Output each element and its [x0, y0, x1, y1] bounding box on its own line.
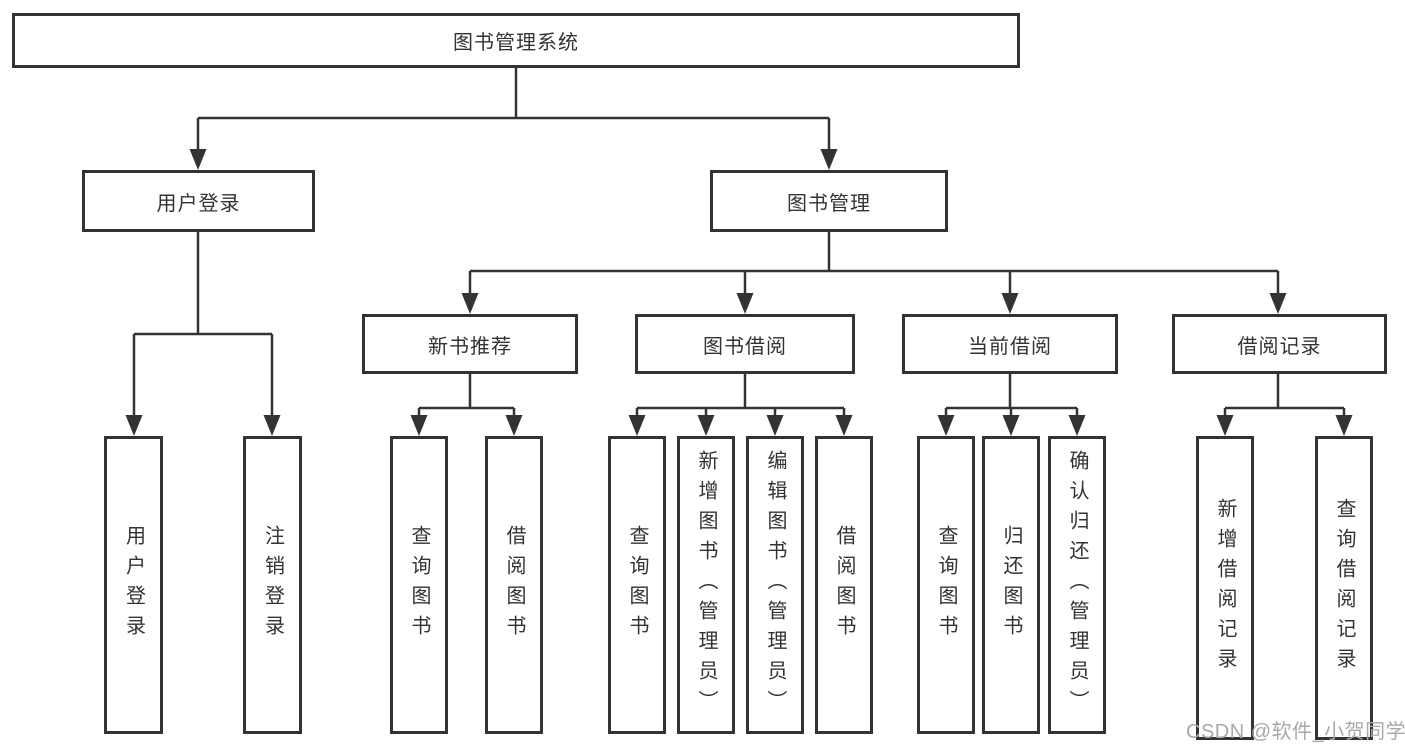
node-query-books-current: 查询图书: [917, 436, 975, 734]
arrowhead-current-borrow: [1001, 293, 1019, 314]
node-query-books-recommend: 查询图书: [390, 436, 448, 734]
node-query-borrow-record-label: 查询借阅记录: [1333, 498, 1355, 678]
node-add-borrow-record-label: 新增借阅记录: [1214, 498, 1236, 678]
watermark: CSDN @软件_小贺同学: [1186, 721, 1405, 743]
node-query-borrow-record: 查询借阅记录: [1315, 436, 1373, 740]
node-book-mgmt-label: 图书管理: [787, 192, 871, 215]
arrowhead-borrow-records: [1269, 293, 1287, 314]
node-borrow-books-recommend: 借阅图书: [485, 436, 543, 734]
node-borrow-books-recommend-label: 借阅图书: [503, 525, 525, 645]
connector-borrow-records-split: [1223, 374, 1346, 418]
node-add-borrow-record: 新增借阅记录: [1196, 436, 1254, 740]
node-current-borrow: 当前借阅: [902, 314, 1118, 374]
node-user-login-leaf: 用户登录: [104, 436, 163, 734]
arrowhead-return-book: [1002, 415, 1020, 436]
arrowhead-borrow-books-1: [505, 415, 523, 436]
node-current-borrow-label: 当前借阅: [968, 335, 1052, 358]
node-query-books-borrow: 查询图书: [608, 436, 666, 734]
node-return-book-label: 归还图书: [1000, 525, 1022, 645]
arrowhead-user-login-leaf: [125, 415, 143, 436]
node-query-books-borrow-label: 查询图书: [626, 525, 648, 645]
node-borrow-books-leaf: 借阅图书: [815, 436, 873, 734]
node-root-label: 图书管理系统: [453, 32, 579, 54]
node-user-login-label: 用户登录: [156, 192, 241, 215]
node-new-book-recommend: 新书推荐: [362, 314, 578, 374]
node-borrow-books-leaf-label: 借阅图书: [833, 525, 855, 645]
arrowhead-query-books-1: [410, 415, 428, 436]
node-borrow-records: 借阅记录: [1172, 314, 1387, 374]
node-user-login: 用户登录: [82, 170, 315, 232]
arrowhead-edit-book: [766, 415, 784, 436]
connector-book-mgmt-split: [468, 232, 1280, 296]
node-borrow-records-label: 借阅记录: [1237, 335, 1322, 358]
arrowhead-add-borrow-record: [1216, 415, 1234, 436]
node-edit-book-admin: 编辑图书（管理员）: [746, 436, 804, 734]
node-add-book-admin-label: 新增图书（管理员）: [695, 450, 717, 720]
node-query-books-recommend-label: 查询图书: [408, 525, 430, 645]
node-root: 图书管理系统: [12, 13, 1020, 68]
node-logout-leaf-label: 注销登录: [261, 525, 284, 645]
node-confirm-return-admin-label: 确认归还（管理员）: [1066, 450, 1088, 720]
arrowhead-book-borrow: [736, 293, 754, 314]
node-book-borrow-label: 图书借阅: [703, 335, 787, 358]
arrowhead-new-book-recommend: [461, 293, 479, 314]
node-book-borrow: 图书借阅: [635, 314, 855, 374]
node-edit-book-admin-label: 编辑图书（管理员）: [764, 450, 786, 720]
connector-book-borrow-split: [635, 374, 846, 418]
arrowhead-confirm-return: [1068, 415, 1086, 436]
connector-user-login-split: [132, 232, 274, 418]
connector-new-book-split: [417, 374, 516, 418]
node-query-books-current-label: 查询图书: [935, 525, 957, 645]
connector-current-borrow-split: [944, 374, 1079, 418]
arrowhead-add-book: [697, 415, 715, 436]
node-logout-leaf: 注销登录: [243, 436, 302, 734]
node-new-book-recommend-label: 新书推荐: [428, 335, 512, 358]
arrowhead-book-mgmt: [820, 149, 838, 170]
arrowhead-borrow-books-2: [835, 415, 853, 436]
arrowhead-user-login: [189, 149, 207, 170]
arrowhead-logout-leaf: [263, 415, 281, 436]
node-confirm-return-admin: 确认归还（管理员）: [1048, 436, 1106, 734]
node-return-book: 归还图书: [982, 436, 1040, 734]
arrowhead-query-books-2: [628, 415, 646, 436]
node-book-mgmt: 图书管理: [710, 170, 948, 232]
node-user-login-leaf-label: 用户登录: [122, 525, 145, 645]
node-add-book-admin: 新增图书（管理员）: [677, 436, 735, 734]
arrowhead-query-borrow-record: [1335, 415, 1353, 436]
connector-root-split: [196, 68, 831, 152]
arrowhead-query-books-3: [937, 415, 955, 436]
